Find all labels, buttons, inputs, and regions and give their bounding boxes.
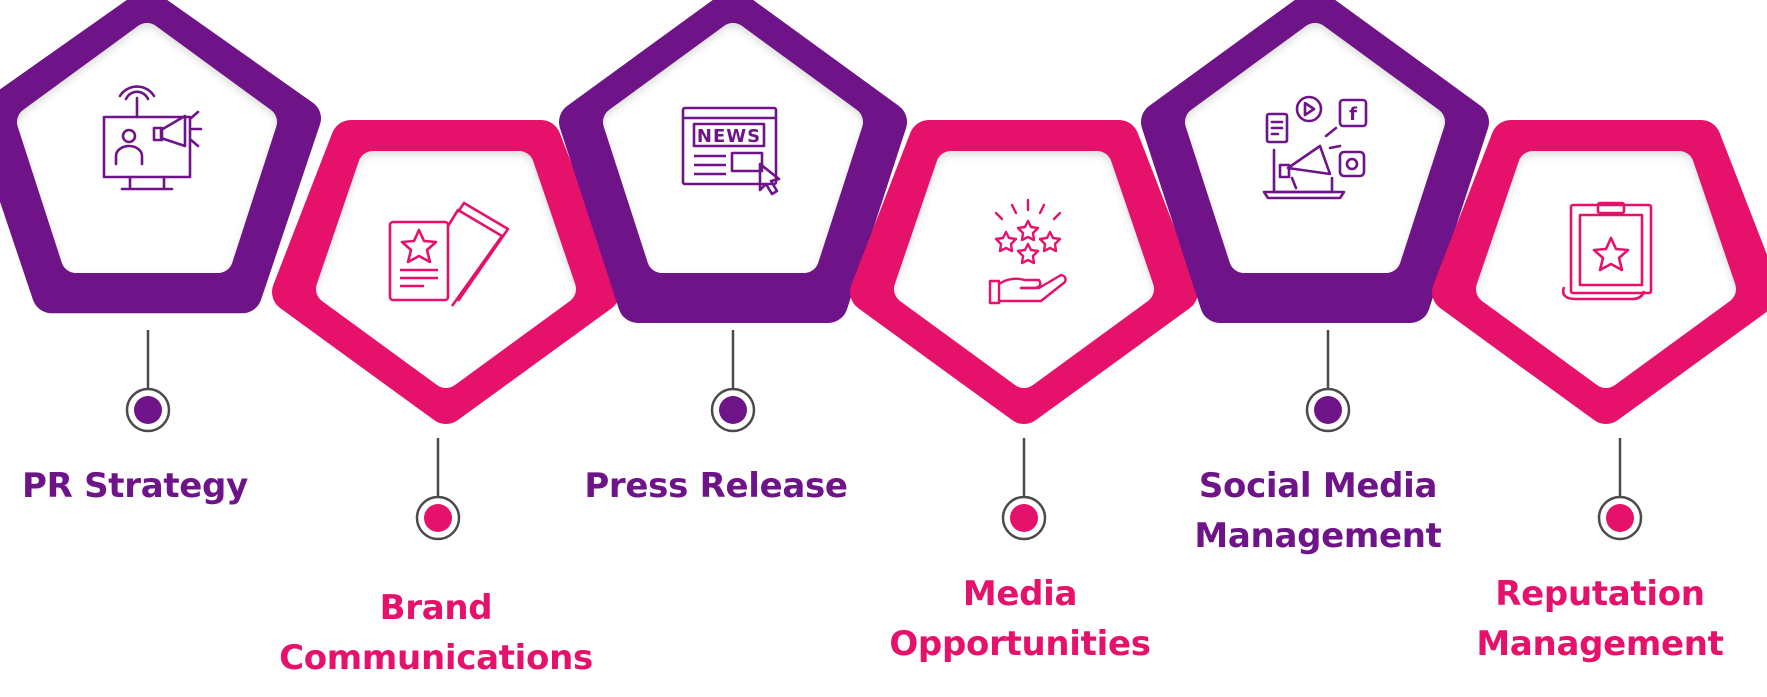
label-line: Social Media: [1198, 466, 1438, 506]
step-brand-communications: [272, 120, 620, 424]
step-reputation-management: [1432, 120, 1767, 424]
brand-cards-star-icon: [388, 201, 510, 307]
svg-text:f: f: [1349, 104, 1357, 125]
hand-stars-icon: [988, 198, 1067, 305]
label-line: PR Strategy: [22, 466, 248, 506]
online-presentation-megaphone-icon: [102, 85, 203, 191]
connector-media-opportunities: [1001, 438, 1047, 541]
pentagon-inner: [1476, 151, 1736, 388]
laptop-megaphone-social-icon: f: [1262, 95, 1368, 200]
label-reputation-management: Reputation Management: [1420, 569, 1767, 669]
label-pr-strategy: PR Strategy: [0, 461, 315, 511]
connector-social-media-management: [1305, 330, 1351, 433]
clipboard-star-icon: [1561, 201, 1653, 301]
connector-brand-communications: [415, 438, 461, 541]
connector-reputation-management: [1597, 438, 1643, 541]
step-media-opportunities: [850, 120, 1198, 424]
label-press-release: Press Release: [536, 461, 896, 511]
label-line: Management: [1194, 516, 1442, 556]
connectors: [125, 330, 1643, 541]
label-line: Opportunities: [889, 624, 1151, 664]
label-social-media-management: Social Media Management: [1138, 461, 1498, 561]
pentagon-inner: [17, 23, 277, 273]
label-line: Brand: [379, 588, 493, 628]
pentagon-inner: [894, 151, 1154, 388]
step-pr-strategy: [0, 0, 321, 314]
label-brand-communications: Brand Communications: [256, 583, 616, 683]
connector-press-release: [710, 330, 756, 433]
label-line: Press Release: [584, 466, 848, 506]
label-line: Management: [1476, 624, 1724, 664]
pentagon-inner: [603, 23, 863, 273]
label-line: Media: [962, 574, 1078, 614]
pentagon-inner: [316, 151, 576, 388]
label-line: Communications: [279, 638, 593, 678]
step-press-release: NEWS: [559, 0, 907, 323]
connector-pr-strategy: [125, 330, 171, 433]
svg-text:NEWS: NEWS: [697, 126, 761, 147]
label-line: Reputation: [1495, 574, 1705, 614]
label-media-opportunities: Media Opportunities: [840, 569, 1200, 669]
step-social-media-management: f: [1141, 0, 1489, 323]
news-webpage-cursor-icon: NEWS: [681, 106, 781, 196]
